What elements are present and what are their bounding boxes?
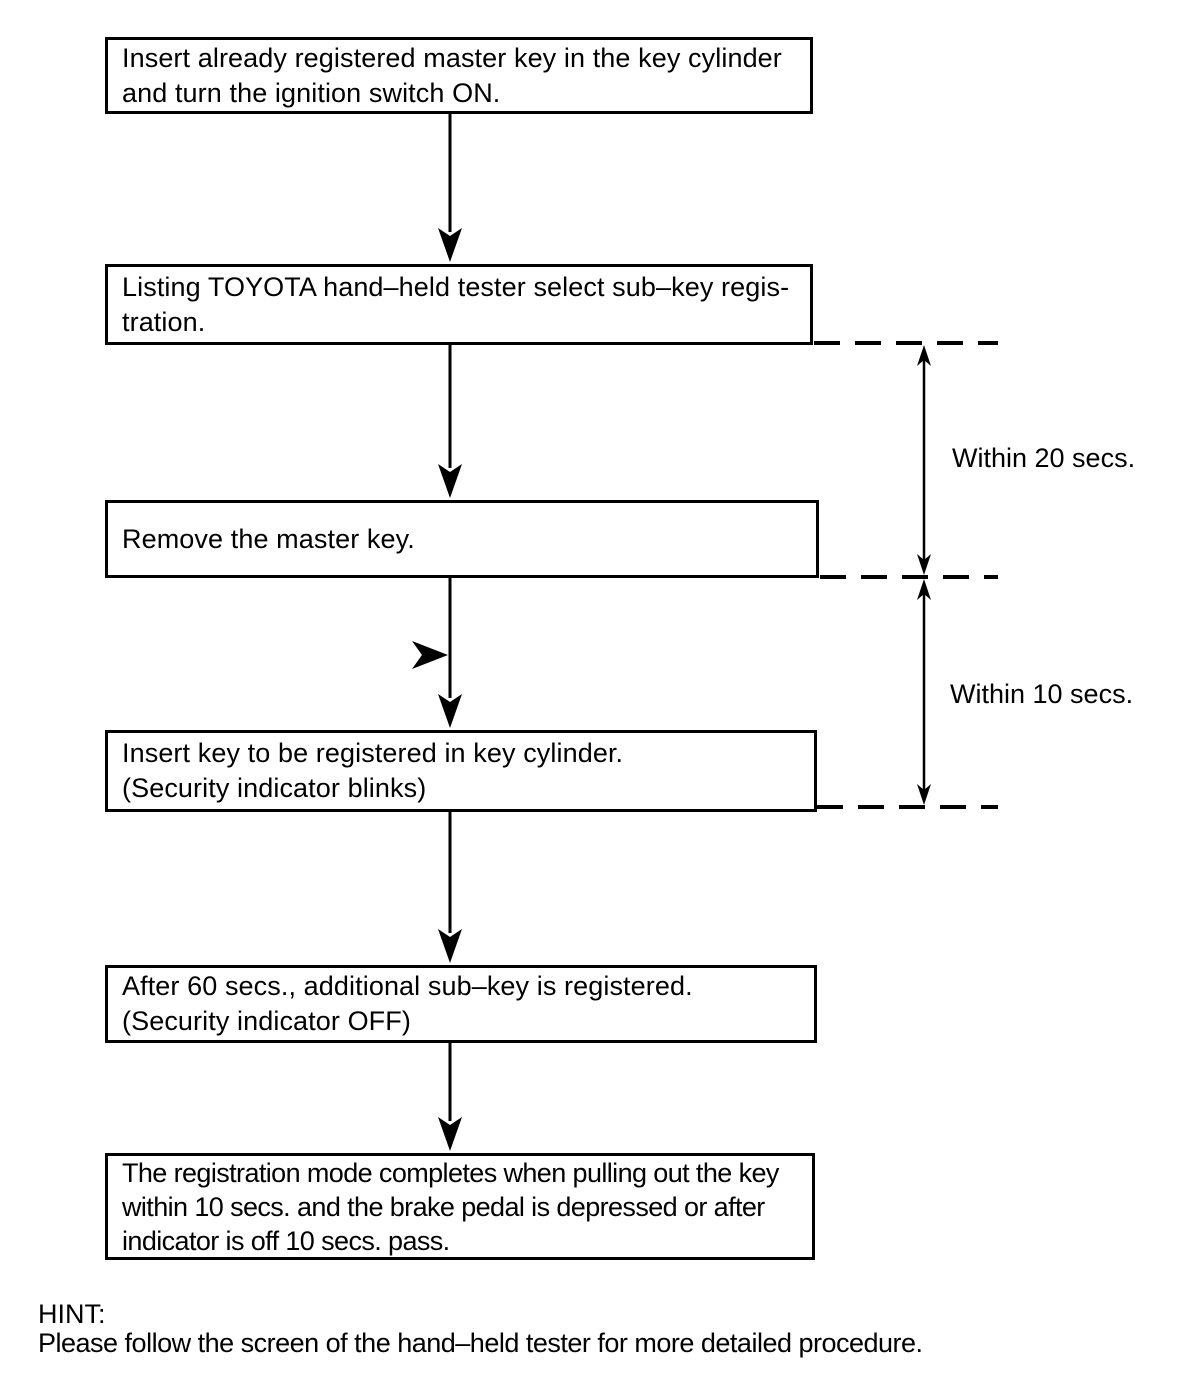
hint-text: Please follow the screen of the hand–hel… xyxy=(38,1328,923,1358)
down-arrow-icon xyxy=(438,1117,462,1151)
step-text-line: Listing TOYOTA hand–held tester select s… xyxy=(122,271,790,302)
step-box-remove-master-key: Remove the master key. xyxy=(105,500,819,578)
down-arrowhead-icon xyxy=(917,784,931,805)
step-box-tester-select-registration: Listing TOYOTA hand–held tester select s… xyxy=(105,264,813,345)
down-arrowhead-icon xyxy=(917,554,931,575)
up-arrowhead-icon xyxy=(917,579,931,600)
step-text-line: (Security indicator blinks) xyxy=(122,773,427,803)
down-arrow-icon xyxy=(438,929,462,963)
up-arrowhead-icon xyxy=(917,345,931,366)
step-text-line: Insert key to be registered in key cylin… xyxy=(122,738,624,768)
timing-label-within-10-secs: Within 10 secs. xyxy=(950,679,1134,709)
timing-label-within-20-secs: Within 20 secs. xyxy=(952,443,1136,473)
step-box-registration-complete: The registration mode completes when pul… xyxy=(105,1153,815,1260)
hint-block: HINT: Please follow the screen of the ha… xyxy=(38,1300,923,1358)
down-arrow-icon xyxy=(438,464,462,498)
step-text-line: After 60 secs., additional sub–key is re… xyxy=(122,971,693,1001)
step-text-line: (Security indicator OFF) xyxy=(122,1006,411,1036)
step-box-subkey-registered: After 60 secs., additional sub–key is re… xyxy=(105,965,817,1043)
step-box-insert-new-key: Insert key to be registered in key cylin… xyxy=(105,730,817,812)
step-box-insert-master-key: Insert already registered master key in … xyxy=(105,37,813,114)
hint-heading: HINT: xyxy=(38,1299,106,1329)
step-text-line: Insert already registered master key in … xyxy=(122,42,782,73)
step-text-line: and turn the ignition switch ON. xyxy=(122,77,501,108)
step-text-line: within 10 secs. and the brake pedal is d… xyxy=(122,1191,765,1222)
step-text-line: Remove the master key. xyxy=(122,523,415,554)
step-text-line: The registration mode completes when pul… xyxy=(122,1157,779,1188)
right-merge-arrow-icon xyxy=(412,641,448,669)
down-arrow-icon xyxy=(438,228,462,262)
down-arrow-icon xyxy=(438,694,462,728)
step-text-line: indicator is off 10 secs. pass. xyxy=(122,1225,450,1256)
step-text-line: tration. xyxy=(122,306,206,337)
